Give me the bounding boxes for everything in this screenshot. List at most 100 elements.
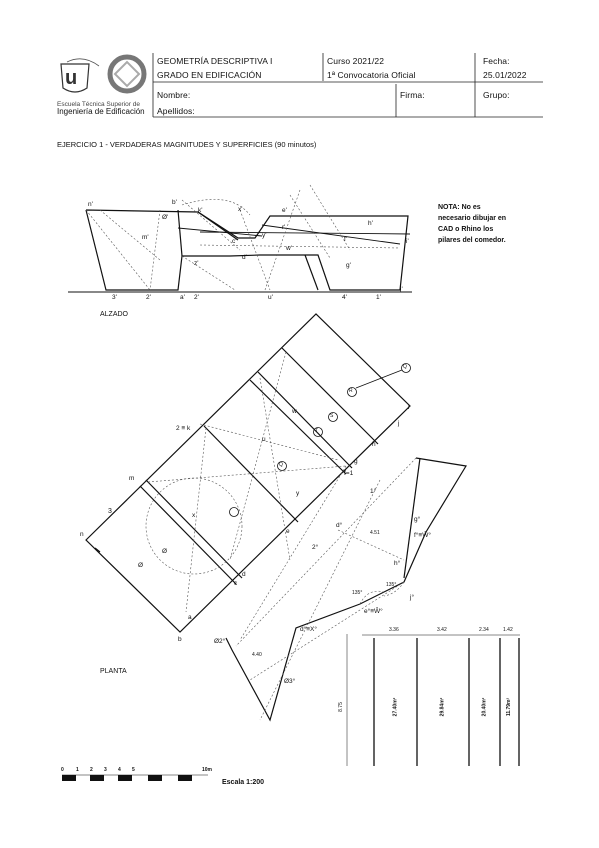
note-line: necesario dibujar en <box>438 215 507 222</box>
scale-tick-4: 4 <box>118 767 121 773</box>
elev-label-e: e' <box>282 207 287 214</box>
reb-label-e: e°≡Ŵ° <box>364 608 383 615</box>
marker-t: T <box>315 428 319 434</box>
reb-label-dx: d°≡X° <box>300 626 317 633</box>
scale-tick-1: 1 <box>76 767 79 773</box>
elev-label-3: 3' <box>112 294 117 301</box>
reb-label-2: 2° <box>312 544 319 551</box>
plan-label-w: w <box>292 408 297 415</box>
course-title-2: GRADO EN EDIFICACIÓN <box>157 70 262 80</box>
marker-s: S <box>330 413 334 419</box>
plan-label-n: n <box>80 531 84 538</box>
scale-bar <box>62 774 208 781</box>
plan-label-a: a <box>188 614 192 621</box>
reb-angle-2: 135° <box>386 582 397 588</box>
plan-label-x: x <box>192 512 196 519</box>
scale-tick-10: 10m <box>202 767 213 773</box>
elev-label-g: g' <box>346 262 351 269</box>
fecha-label: Fecha: <box>483 56 510 66</box>
plan-label-e: e <box>286 528 290 535</box>
elev-label-o3: Ø' <box>162 214 169 221</box>
table-width-4: 1.42 <box>503 627 513 633</box>
table-area-4: 11.79m² <box>506 697 513 717</box>
plan-label-3: 3 <box>108 508 112 515</box>
elev-label-h: h' <box>368 220 373 227</box>
plan-label-o: Ø <box>162 548 168 555</box>
plan-label-d: d <box>242 571 246 578</box>
reb-angle-1: 135° <box>352 590 363 596</box>
elev-label-c: c' <box>232 238 237 245</box>
elev-label-j: j' <box>400 286 403 293</box>
plan-label-j: j <box>398 420 400 427</box>
elev-label-k: k' <box>198 207 203 214</box>
elev-label-r: r' <box>282 224 286 231</box>
marker-r: R <box>349 388 353 394</box>
table-area-3: 20.40m² <box>481 697 488 717</box>
scale-tick-2: 2 <box>90 767 93 773</box>
logo-school-line2: Ingeniería de Edificación <box>57 107 145 116</box>
elev-label-u: u' <box>268 294 273 301</box>
elev-label-4: 4' <box>342 294 347 301</box>
curso: Curso 2021/22 <box>327 56 385 66</box>
plan-label-m: m <box>129 475 135 482</box>
reb-dim-2: 4.40 <box>252 652 262 658</box>
course-title-1: GEOMETRÍA DESCRIPTIVA I <box>157 56 273 66</box>
reb-label-h: h° <box>394 560 401 567</box>
elev-label-w: w' <box>286 245 292 252</box>
elev-label-n: n' <box>88 201 93 208</box>
reb-dim-1: 4.51 <box>370 530 380 536</box>
reb-label-1: 1° <box>370 488 377 495</box>
apellidos-label: Apellidos: <box>157 106 195 116</box>
header-grid <box>152 53 543 118</box>
elev-label-d: d' <box>242 254 247 261</box>
elev-label-z: z' <box>194 260 199 267</box>
exercise-title: EJERCICIO 1 - VERDADERAS MAGNITUDES Y SU… <box>57 140 317 149</box>
plan-label-u: u <box>262 436 266 443</box>
logo-school-line1: Escuela Técnica Superior de <box>57 101 140 108</box>
marker-q-top: Q <box>403 364 407 370</box>
plan-label-g: g <box>354 458 358 465</box>
note: NOTA: No es necesario dibujar en CAD o R… <box>438 202 506 246</box>
elev-label-y: y' <box>262 232 267 239</box>
elev-label-m: m' <box>142 234 149 241</box>
planta-label: PLANTA <box>100 668 127 675</box>
elev-label-o2: 2' <box>146 294 151 301</box>
scale-tick-0: 0 <box>61 767 64 773</box>
reb-label-d: d° <box>336 522 343 529</box>
reb-label-g: g° <box>414 516 421 523</box>
note-line: CAD o Rhino los <box>438 226 494 233</box>
note-line: NOTA: No es <box>438 204 481 211</box>
plan-label-b: b <box>178 636 182 643</box>
grupo-label: Grupo: <box>483 90 510 100</box>
marker-q: Q <box>279 462 283 468</box>
nombre-label: Nombre: <box>157 90 191 100</box>
table-width-2: 3.42 <box>437 627 447 633</box>
elev-label-1: 1' <box>376 294 381 301</box>
elev-label-f: f' <box>344 236 348 243</box>
elevation-construction <box>85 184 401 291</box>
plan-label-h: h <box>372 441 376 448</box>
plan-label-2k: 2 ≡ k <box>176 425 191 432</box>
table-width-3: 2.34 <box>479 627 489 633</box>
table-height: 8.75 <box>337 702 344 712</box>
reb-label-j: j° <box>410 594 415 601</box>
svg-text:u: u <box>65 67 77 89</box>
firma-label: Firma: <box>400 90 425 100</box>
reb-label-o3: Ø3° <box>284 678 296 685</box>
elev-label-i: i' <box>406 238 409 245</box>
scale-tick-3: 3 <box>104 767 107 773</box>
elev-label-2: 2' <box>194 294 199 301</box>
plan-label-o2: Ø <box>138 562 144 569</box>
reb-label-f: f°≡Ŵ° <box>414 532 431 539</box>
alzado-label: ALZADO <box>100 311 129 318</box>
convocatoria: 1ª Convocatoria Oficial <box>327 70 416 80</box>
plan-label-f1: f=1 <box>344 470 354 477</box>
table-width-1: 3.36 <box>389 627 399 633</box>
table-area-1: 27.40m² <box>392 697 399 717</box>
elevation-drawing <box>68 209 412 293</box>
elev-label-x: x' <box>238 206 243 213</box>
university-logo: u <box>60 54 147 94</box>
plan-label-c: c <box>234 580 238 587</box>
